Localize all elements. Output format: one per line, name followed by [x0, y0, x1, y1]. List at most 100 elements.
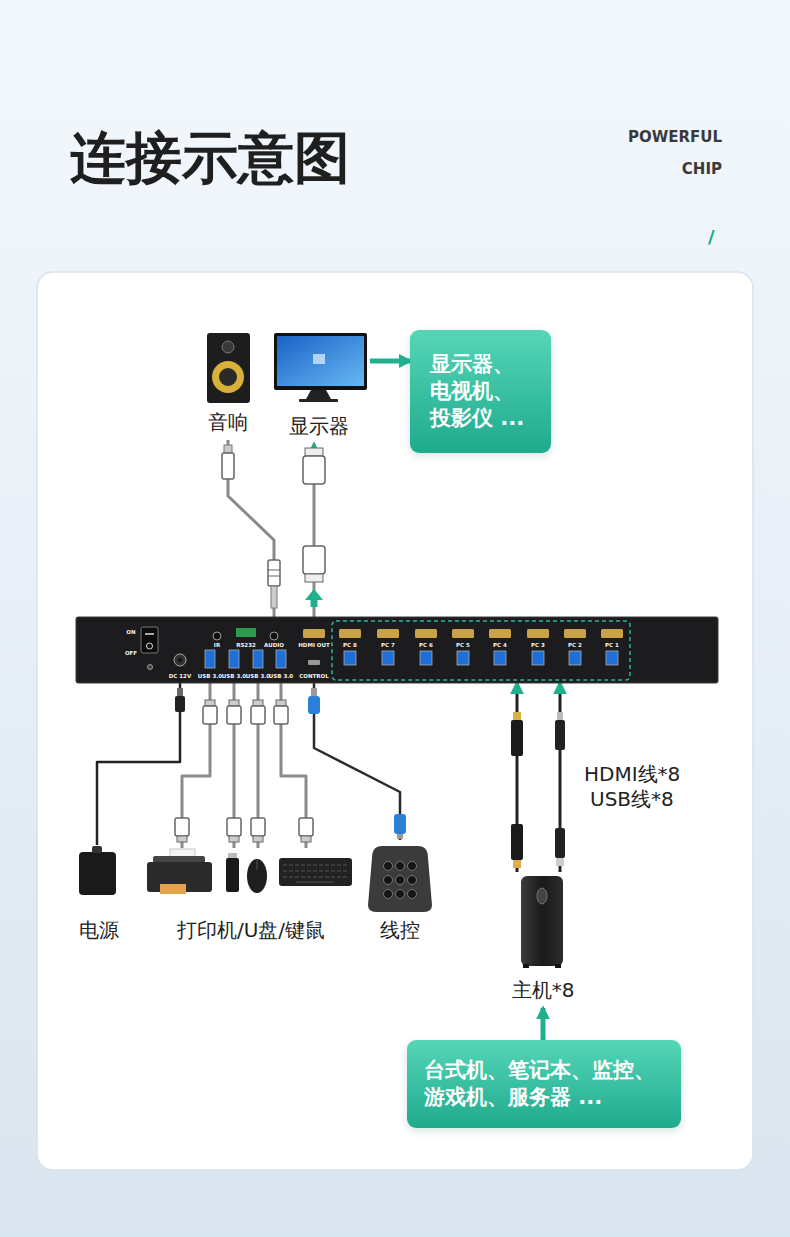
kvm-switch	[489, 629, 511, 638]
kvm-switch	[494, 651, 506, 665]
kvm-switch	[564, 629, 586, 638]
connector	[541, 1008, 546, 1040]
monitor-icon	[277, 336, 364, 386]
cable-plug	[394, 814, 406, 834]
wired-remote-icon	[396, 862, 405, 871]
peripheral-icons	[160, 884, 186, 894]
monitor-icon	[306, 390, 331, 399]
cable-plug	[511, 824, 523, 860]
kvm-switch	[148, 665, 153, 670]
peripheral-icons	[283, 877, 348, 878]
port-label: CONTROL	[284, 673, 344, 680]
speaker-icon	[212, 361, 244, 393]
kvm-switch	[532, 651, 544, 665]
text-label: POWERFUL	[580, 128, 722, 147]
speaker-icon	[219, 368, 237, 386]
connector	[228, 440, 274, 617]
node-text: 线控	[380, 918, 420, 942]
node-text: 显示器	[289, 414, 349, 438]
wired-remote-icon	[408, 862, 417, 871]
port-label: PC 6	[396, 642, 456, 649]
node-text: 台式机、笔记本、监控、游戏机、服务器 ...	[424, 1057, 664, 1111]
device-node: 电源	[68, 845, 130, 948]
port-label: PC 3	[508, 642, 568, 649]
cable-plug	[229, 700, 239, 706]
wired-remote-icon	[396, 876, 405, 885]
connector	[97, 683, 180, 845]
cable-plug	[227, 706, 241, 724]
wired-remote-icon	[408, 876, 417, 885]
cable-plug	[268, 560, 280, 586]
wired-remote-icon	[408, 890, 417, 899]
cable-plug	[175, 818, 189, 836]
kvm-switch	[344, 651, 356, 665]
direction-arrow	[305, 589, 323, 607]
host-computer-icon	[523, 964, 529, 968]
monitor-icon	[274, 333, 367, 402]
cable-plug	[557, 712, 563, 720]
cable-plug	[177, 688, 183, 696]
direction-arrow	[305, 589, 323, 607]
monitor-icon	[274, 333, 367, 390]
speaker-icon	[207, 333, 250, 403]
device-node: 线控	[362, 840, 438, 948]
cable-plug	[268, 570, 280, 571]
kvm-switch	[205, 650, 215, 668]
cable-plug	[253, 700, 263, 706]
cable-plug	[397, 834, 403, 839]
device-node: 显示器	[268, 328, 370, 444]
kvm-switch	[147, 643, 153, 649]
wired-remote-icon	[396, 890, 405, 899]
cable-plug	[274, 706, 288, 724]
cable-plug	[513, 860, 521, 868]
peripheral-icons	[296, 882, 334, 883]
cable-plug	[229, 836, 239, 842]
cable-plug	[175, 688, 565, 868]
speaker-icon	[207, 333, 250, 403]
host-computer-icon	[521, 876, 563, 968]
cable-plug	[175, 696, 185, 712]
connector	[370, 359, 410, 364]
cable-plug	[555, 828, 565, 858]
kvm-switch	[420, 651, 432, 665]
device-node: 打印机/U盘/键鼠	[140, 848, 362, 948]
kvm-switch	[457, 651, 469, 665]
cable-plug	[224, 445, 232, 453]
cable-plug	[251, 818, 265, 836]
cable-plug	[556, 858, 564, 866]
cable-plug	[268, 576, 280, 577]
kvm-switch	[236, 628, 256, 637]
kvm-switch	[141, 627, 158, 653]
kvm-switch	[145, 633, 154, 635]
power-adapter-icon	[92, 846, 102, 853]
cable-plug	[305, 574, 323, 582]
page-title: 连接示意图	[70, 124, 350, 192]
kvm-switch	[76, 617, 718, 683]
power-adapter-icon	[79, 852, 116, 895]
cable-plug	[299, 818, 313, 836]
power-adapter-icon	[79, 846, 116, 895]
kvm-switch	[253, 650, 263, 668]
kvm-switch	[213, 632, 221, 640]
wired-remote-icon	[368, 846, 432, 912]
port-label: ON	[101, 629, 161, 636]
text-label: /	[708, 226, 728, 249]
wired-remote-icon	[384, 890, 393, 899]
text-label: USB线*8	[590, 787, 720, 812]
kvm-switch	[606, 651, 618, 665]
cable-plug	[205, 700, 215, 706]
host-computer-icon	[555, 964, 561, 968]
peripheral-icons	[283, 865, 348, 866]
kvm-switch	[382, 651, 394, 665]
node-text: 主机*8	[512, 978, 575, 1002]
cable-plug	[203, 706, 217, 724]
callout-box: 台式机、笔记本、监控、游戏机、服务器 ...	[407, 1040, 681, 1128]
peripheral-icons	[283, 871, 348, 872]
cable-plug	[555, 720, 565, 750]
monitor-icon	[313, 354, 325, 364]
text-label: HDMI线*8	[584, 762, 714, 787]
kvm-switch	[308, 660, 320, 665]
cable-plug	[303, 546, 325, 574]
device-node: 音响	[198, 328, 258, 440]
